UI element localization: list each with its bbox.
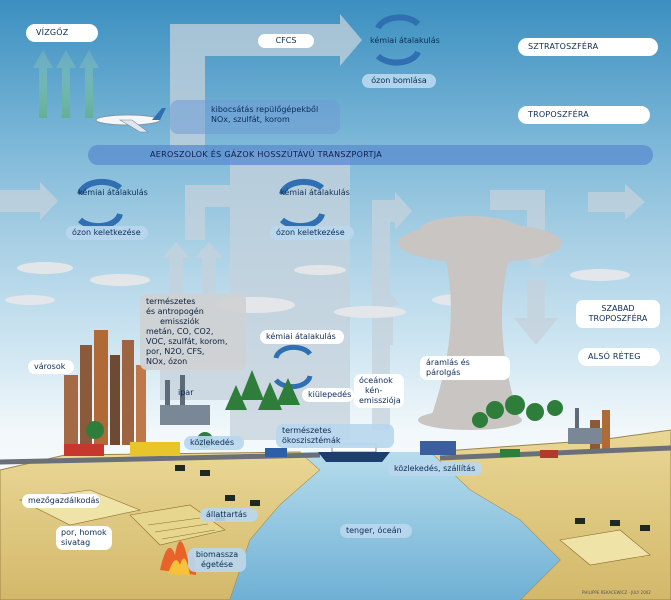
aircraft-emission-band	[170, 100, 340, 134]
cycle-icon-top	[375, 14, 421, 66]
airplane	[95, 108, 166, 133]
ozon-bomlasa-label: ózon bomlása	[362, 74, 436, 88]
por-homok-label: por, homok sivatag	[56, 526, 112, 550]
emission-line-5: por, N2O, CFS,	[146, 347, 205, 356]
aramlas-label: áramlás és párolgás	[420, 356, 510, 380]
cfcs-label: CFCS	[258, 34, 314, 48]
emission-line-6: NOx, ózon	[146, 357, 188, 366]
szabad-line-2: TROPOSZFÉRA	[588, 314, 648, 323]
oceanok-line-2: emissziója	[359, 396, 401, 405]
also-reteg-label: ALSÓ RÉTEG	[578, 348, 660, 366]
repulo-line-1: kibocsátás repülőgépekből	[211, 105, 319, 114]
allattartas-label: állattartás	[200, 508, 258, 522]
biomassza-line-2: égetése	[200, 560, 234, 569]
ozon-keletkezese-mid-label: ózon keletkezése	[270, 226, 354, 240]
kulepedes-label: kiülepedés	[302, 388, 354, 402]
kozlekedes-label: közlekedés	[184, 436, 244, 450]
cycle-icon-low	[273, 344, 313, 390]
factories	[160, 375, 602, 444]
credit: PHILIPPE REKACEWICZ - JULY 2002	[582, 590, 651, 595]
aerosol-transport-label: AEROSZOLOK ÉS GÁZOK HOSSZÚTÁVÚ TRANSZPOR…	[150, 150, 383, 159]
biomassza-line-1: biomassza	[195, 550, 239, 559]
biomassza-label: biomassza égetése	[188, 548, 246, 572]
emissions-label: természetes és antropogén emissziók metá…	[140, 294, 246, 370]
ozon-keletkezese-left-label: ózon keletkezése	[66, 226, 148, 240]
kemiai-low-label: kémiai átalakulás	[260, 330, 344, 344]
emission-line-0: természetes	[146, 297, 196, 306]
oceanok-line-0: óceánok	[359, 376, 393, 385]
kemiai-left-label: kémiai átalakulás	[78, 188, 148, 197]
mezogazdalkodas-label: mezőgazdálkodás	[22, 494, 100, 508]
oceanok-line-1: kén-	[365, 386, 383, 395]
aircraft-emission-label: kibocsátás repülőgépekből NOx, szulfát, …	[205, 103, 345, 127]
ipar-label: ipar	[178, 388, 194, 397]
fire	[160, 541, 196, 575]
troposzfera-label: TROPOSZFÉRA	[518, 106, 650, 124]
cycle-icon-mid	[279, 178, 325, 230]
cycle-icon-left	[77, 178, 123, 230]
water-vapour-arrows	[33, 50, 99, 118]
vizgoz-label: VÍZGŐZ	[26, 24, 98, 42]
emission-line-1: és antropogén	[146, 307, 204, 316]
szabad-troposzfera-label: SZABAD TROPOSZFÉRA	[576, 300, 660, 328]
repulo-line-2: NOx, szulfát, korom	[211, 115, 290, 124]
kemiai-top-label: kémiai átalakulás	[370, 36, 440, 45]
termeszetes-okoszisztemak-label: természetes ökoszisztémák	[276, 424, 394, 448]
emission-line-4: VOC, szulfát, korom,	[146, 337, 228, 346]
szabad-line-1: SZABAD	[601, 304, 635, 313]
transport-arrows	[0, 14, 645, 440]
por-line-2: sivatag	[61, 538, 91, 547]
varosok-label: városok	[28, 360, 74, 374]
vehicles	[64, 441, 558, 458]
aerosol-band	[88, 145, 653, 165]
emission-line-3: metán, CO, CO2,	[146, 327, 214, 336]
tenger-ocean-label: tenger, óceán	[340, 524, 412, 538]
sztratoszfera-label: SZTRATOSZFÉRA	[518, 38, 658, 56]
kemiai-mid-label: kémiai átalakulás	[280, 188, 350, 197]
por-line-1: por, homok	[61, 528, 107, 537]
kozlekedes-szallitas-label: közlekedés, szállítás	[388, 462, 482, 476]
emission-line-2: emissziók	[160, 317, 200, 326]
oceanok-label: óceánok kén- emissziója	[354, 374, 404, 408]
